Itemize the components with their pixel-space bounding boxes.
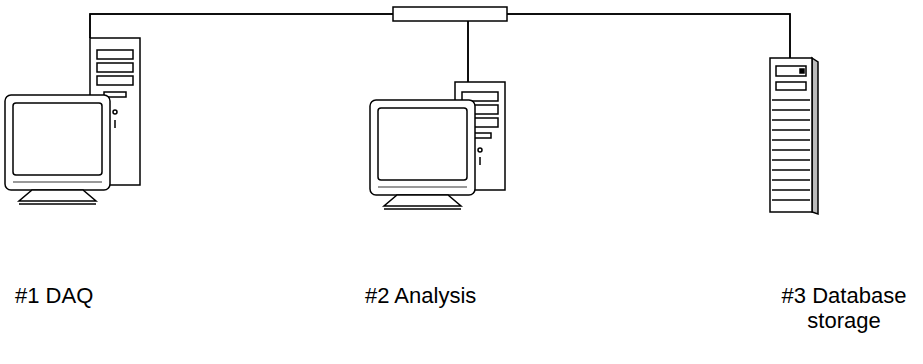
computer-node: #3 Database storage [768,58,920,340]
network-hub [393,7,507,21]
server-rack [770,58,818,214]
computer-label: #2 Analysis [365,283,510,308]
pc-monitor [5,95,110,204]
computer-node: #2 Analysis [365,82,510,314]
computer-label: #3 Database storage [768,283,920,334]
computer-label: #1 DAQ [15,283,140,308]
network-cable [468,14,790,82]
pc-monitor [370,100,475,209]
computer-node: #1 DAQ [5,38,140,314]
network-cable [90,14,468,82]
